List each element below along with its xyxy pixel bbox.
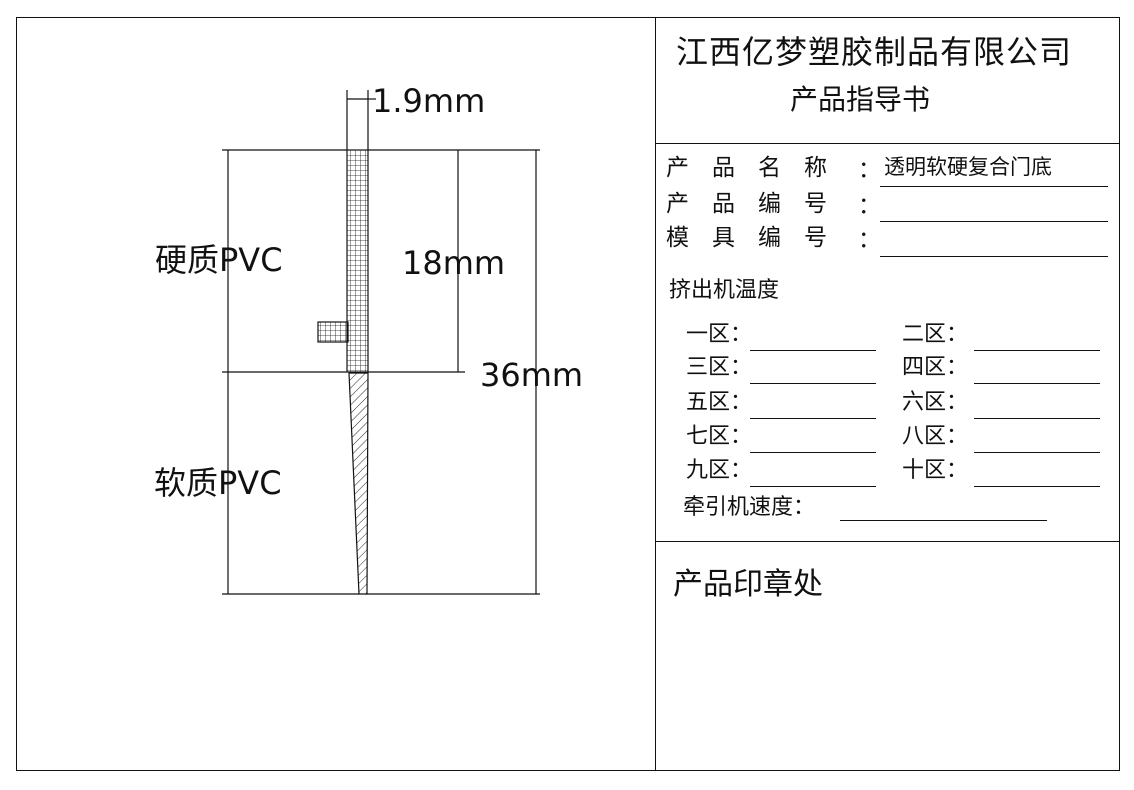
zone-label-3: 三区： <box>686 355 753 380</box>
product-name-field-line[interactable] <box>880 186 1108 187</box>
zone-label-5: 五区： <box>686 390 753 415</box>
company-name: 江西亿梦塑胶制品有限公司 <box>676 33 1073 71</box>
soft-pvc-section <box>348 372 369 595</box>
total-height-dimension <box>367 150 540 595</box>
zone-label-10: 十区： <box>902 458 969 483</box>
haul-off-speed-input[interactable] <box>840 520 1047 521</box>
hard-pvc-section <box>317 149 369 373</box>
extruder-temp-title: 挤出机温度 <box>669 278 780 303</box>
product-name-value[interactable]: 透明软硬复合门底 <box>884 155 1052 179</box>
field-label-product-code: 产 品 编 号 <box>666 191 827 217</box>
zone-label-9: 九区： <box>686 458 753 483</box>
stamp-area-label: 产品印章处 <box>673 567 823 602</box>
mold-code-field-line[interactable] <box>880 256 1108 257</box>
width-dimension-label: 1.9mm <box>372 82 485 120</box>
hard-height-dimension-label: 18mm <box>402 244 505 282</box>
zone-label-8: 八区： <box>902 424 969 449</box>
field-label-mold-code: 模 具 编 号 <box>666 225 827 251</box>
zone-label-2: 二区： <box>902 322 969 347</box>
hard-pvc-label: 硬质PVC <box>155 241 283 279</box>
hard-pvc-height-extent <box>222 149 359 595</box>
document-frame <box>16 17 1120 771</box>
zone-input-5[interactable] <box>750 418 876 419</box>
panel-divider <box>655 17 656 771</box>
field-colon: ： <box>858 227 881 253</box>
zone-input-10[interactable] <box>974 486 1100 487</box>
zone-input-3[interactable] <box>750 383 876 384</box>
zone-input-9[interactable] <box>750 486 876 487</box>
document-title: 产品指导书 <box>790 83 931 116</box>
zone-input-1[interactable] <box>750 350 876 351</box>
stamp-divider <box>655 541 1120 542</box>
haul-off-speed-label: 牵引机速度： <box>683 495 816 520</box>
header-divider <box>655 143 1120 144</box>
zone-input-8[interactable] <box>974 452 1100 453</box>
field-colon: ： <box>858 193 881 219</box>
product-code-field-line[interactable] <box>880 221 1108 222</box>
zone-label-1: 一区： <box>686 322 753 347</box>
zone-label-4: 四区： <box>902 355 969 380</box>
field-label-product-name: 产 品 名 称 <box>666 155 827 181</box>
zone-label-6: 六区： <box>902 390 969 415</box>
zone-label-7: 七区： <box>686 424 753 449</box>
field-colon: ： <box>858 157 881 183</box>
zone-input-2[interactable] <box>974 350 1100 351</box>
zone-input-4[interactable] <box>974 383 1100 384</box>
hard-height-dimension <box>368 149 540 373</box>
total-height-dimension-label: 36mm <box>480 356 583 394</box>
profile-drawing: 1.9mm 18mm 36mm 硬质PVC 软质PVC <box>154 82 583 595</box>
soft-pvc-label: 软质PVC <box>154 464 282 502</box>
width-dimension <box>346 90 376 150</box>
zone-input-6[interactable] <box>974 418 1100 419</box>
zone-input-7[interactable] <box>750 452 876 453</box>
